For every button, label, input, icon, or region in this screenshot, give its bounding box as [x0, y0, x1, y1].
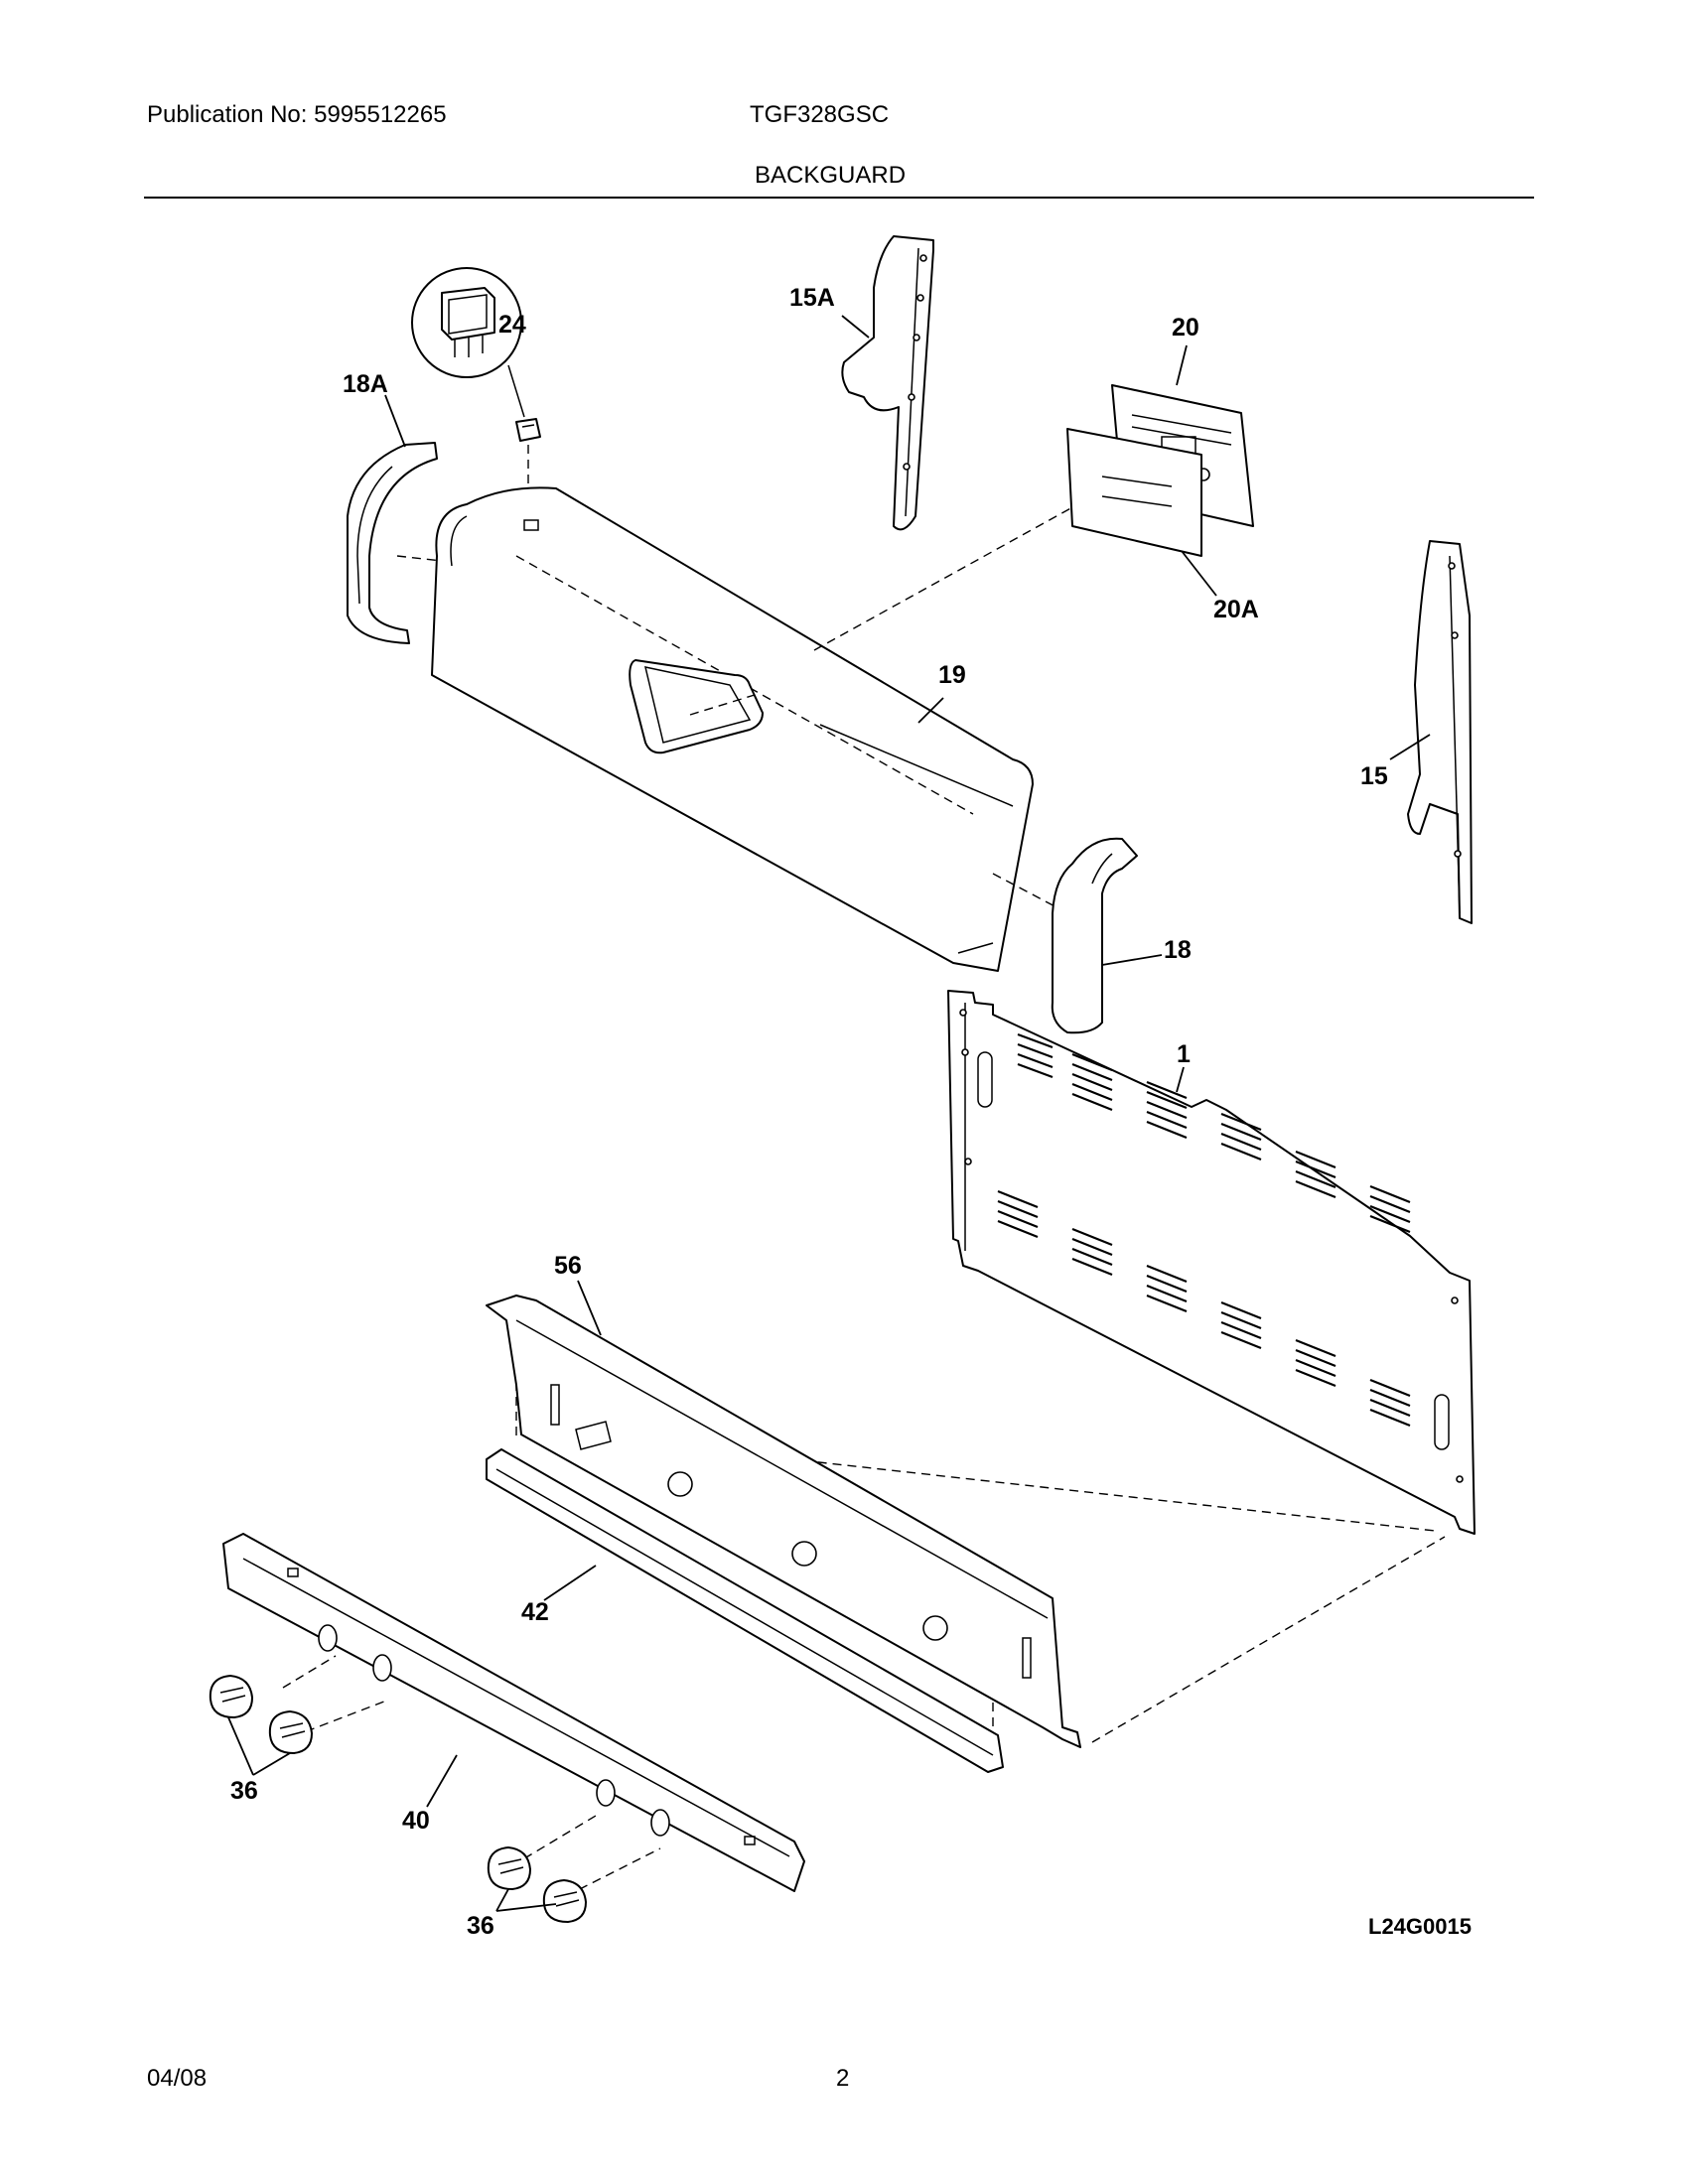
- part-18a-left-end-cap: [347, 442, 443, 644]
- callout-18a: 18A: [343, 370, 388, 398]
- callout-40: 40: [402, 1807, 430, 1835]
- model-number: TGF328GSC: [750, 101, 890, 128]
- callout-1: 1: [1177, 1040, 1191, 1068]
- part-15a-left-bracket: [841, 235, 934, 531]
- footer-page-number: 2: [836, 2065, 850, 2092]
- part-56-control-panel-bracket: [486, 1295, 1081, 1748]
- callout-18: 18: [1164, 936, 1192, 964]
- callout-36-lower: 36: [467, 1912, 494, 1940]
- part-36-knobs-lower: [487, 1846, 587, 1923]
- callout-leaders: [227, 315, 1431, 1912]
- header-rule: [144, 197, 1534, 199]
- part-40-control-panel: [222, 1533, 805, 1892]
- part-15-right-bracket: [1407, 540, 1473, 924]
- callout-36-upper: 36: [230, 1777, 258, 1805]
- part-20a-control-overlay: [1066, 428, 1202, 557]
- callout-15: 15: [1360, 762, 1388, 790]
- footer-date: 04/08: [147, 2065, 208, 2092]
- part-36-knobs-upper: [209, 1675, 313, 1754]
- part-1-rear-panel: [947, 990, 1476, 1535]
- callout-42: 42: [521, 1598, 549, 1626]
- callout-20: 20: [1172, 314, 1199, 341]
- callout-24: 24: [498, 311, 526, 339]
- callout-15a: 15A: [789, 284, 835, 312]
- callout-20a: 20A: [1213, 596, 1259, 623]
- publication-number: Publication No: 5995512265: [147, 101, 447, 128]
- section-title: BACKGUARD: [755, 162, 907, 189]
- part-19-backguard-panel: [431, 486, 1034, 972]
- part-24-rocker-switch: [411, 267, 541, 516]
- drawing-code: L24G0015: [1368, 1914, 1472, 1939]
- callout-56: 56: [554, 1252, 582, 1280]
- callout-19: 19: [938, 661, 966, 689]
- part-18-right-end-cap: [1051, 837, 1138, 1034]
- part-42-trim-strip: [486, 1448, 1004, 1773]
